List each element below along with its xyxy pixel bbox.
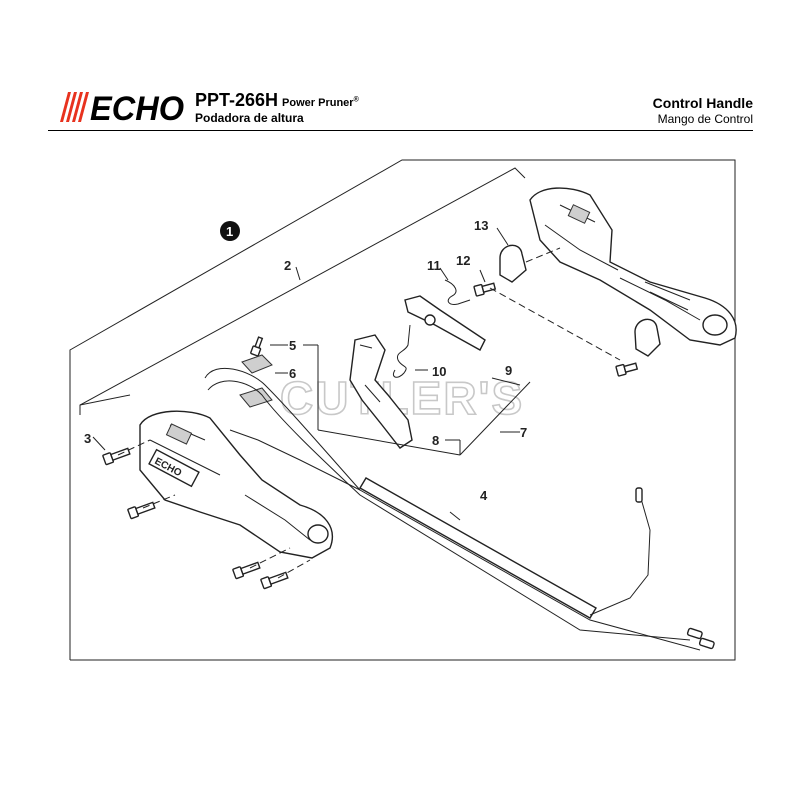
model-description: Power Pruner® (282, 96, 359, 109)
spring-10 (392, 324, 411, 378)
brand-text: ECHO (90, 90, 184, 124)
screws-3 (102, 447, 289, 590)
callout-11: 11 (427, 258, 441, 273)
callout-5: 5 (289, 338, 296, 353)
screw-5 (250, 336, 264, 357)
callout-8: 8 (432, 433, 439, 448)
callout-7: 7 (520, 425, 527, 440)
model-subtitle: Podadora de altura (195, 111, 304, 125)
assembly-frame (69, 159, 736, 661)
spring-11 (444, 279, 471, 305)
callout-1-marker (220, 221, 240, 241)
throttle-lockout (404, 295, 486, 351)
wire-harness (204, 367, 715, 651)
callout-10: 10 (432, 364, 446, 379)
callout-2: 2 (284, 258, 291, 273)
callout-1: 1 (226, 224, 233, 239)
cable-clamps (239, 354, 273, 408)
screw-clamp (615, 362, 639, 377)
bracket-2 (79, 167, 526, 415)
callout-4: 4 (480, 488, 488, 503)
model-number: PPT-266H (195, 90, 279, 110)
header-rule (48, 130, 753, 131)
echo-logo: ECHO (60, 90, 184, 124)
left-handle-half: ECHO (139, 410, 334, 559)
right-handle-half (529, 187, 737, 346)
callout-9: 9 (505, 363, 512, 378)
callout-3: 3 (84, 431, 91, 446)
leader-lines (92, 227, 531, 521)
callout-12: 12 (456, 253, 470, 268)
screw-12 (473, 282, 497, 297)
clamp-13 (499, 244, 661, 357)
bracket-3 (79, 394, 131, 406)
throttle-trigger (349, 334, 413, 449)
section-subtitle: Mango de Control (657, 112, 753, 126)
section-title: Control Handle (652, 95, 753, 111)
callout-13: 13 (474, 218, 488, 233)
callout-6: 6 (289, 366, 296, 381)
